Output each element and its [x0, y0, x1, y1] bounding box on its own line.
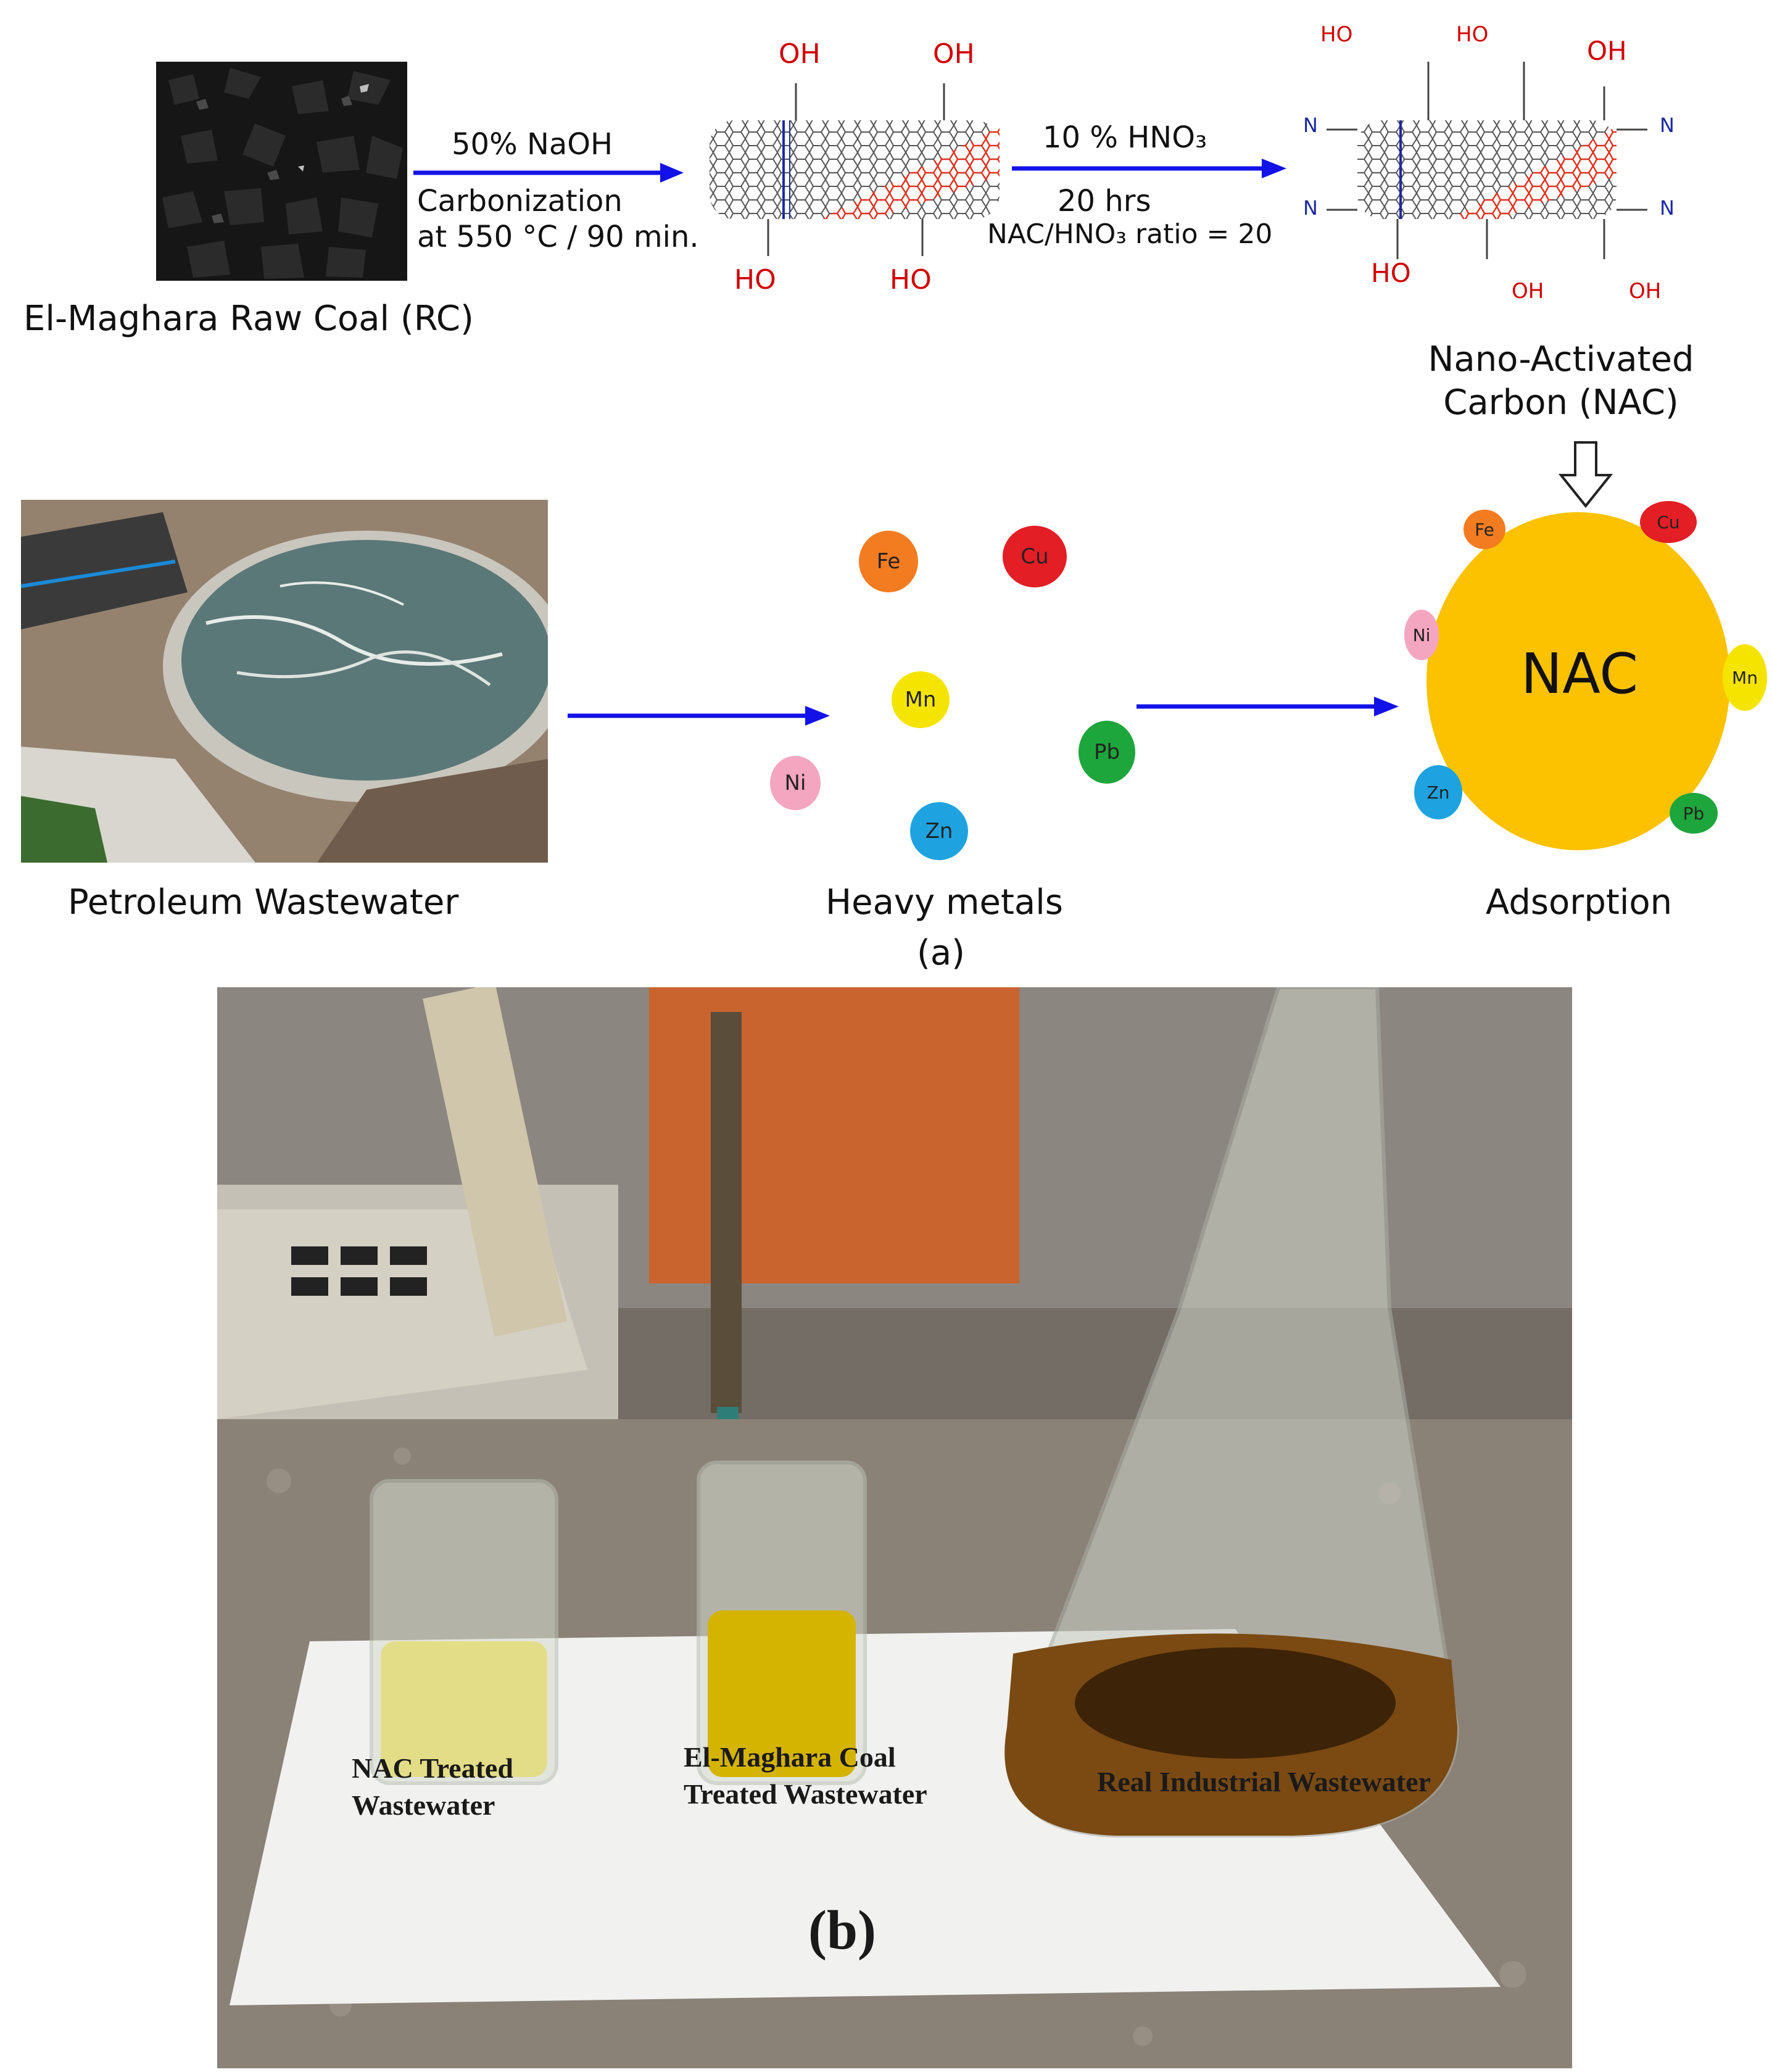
metal-ni: Ni	[770, 756, 821, 810]
arrow-hno3	[1012, 159, 1286, 178]
raw-coal-image	[156, 62, 407, 281]
nitro-n-3: N	[1660, 114, 1675, 137]
nitro-n-2: N	[1303, 196, 1318, 220]
adsorbed-fe: Fe	[1464, 510, 1505, 549]
step2-reagent: 10 % HNO₃	[1043, 120, 1207, 155]
label-nac-treated: NAC Treated Wastewater	[352, 1752, 513, 1821]
metal-pb: Pb	[1079, 721, 1135, 784]
metal-cu: Cu	[1003, 526, 1067, 587]
cooh-oh-3: OH	[1512, 279, 1544, 304]
cooh-oh-2: HO	[1456, 22, 1489, 47]
ho-group-3: HO	[1371, 258, 1411, 288]
cooh-oh-1: HO	[1320, 22, 1353, 47]
adsorbed-pb: Pb	[1670, 793, 1718, 834]
caption-b: (b)	[808, 1900, 876, 1961]
adsorbed-mn: Mn	[1723, 644, 1767, 711]
arrow-naoh	[413, 163, 684, 183]
adsorbed-cu: Cu	[1640, 501, 1697, 543]
arrow-to-adsorption	[1136, 697, 1399, 716]
ho-group-1: HO	[734, 264, 776, 296]
label-real-wastewater: Real Industrial Wastewater	[1097, 1766, 1431, 1797]
nitro-n-1: N	[1303, 114, 1318, 137]
oh-group-2: OH	[933, 38, 975, 70]
step1-conditions: at 550 °C / 90 min.	[417, 220, 699, 254]
petroleum-wastewater-image	[21, 500, 548, 863]
step1-reagent: 50% NaOH	[452, 127, 613, 162]
adsorption-label: Adsorption	[1486, 882, 1673, 922]
arrow-to-metals	[568, 706, 830, 726]
lab-photo	[217, 987, 1572, 2068]
adsorbed-ni: Ni	[1404, 610, 1439, 660]
nitro-n-4: N	[1660, 196, 1675, 220]
oh-group-3: OH	[1587, 36, 1627, 66]
step2-ratio: NAC/HNO₃ ratio = 20	[987, 218, 1273, 250]
nanotube-oh-functionalized	[710, 83, 1000, 256]
step2-time: 20 hrs	[1058, 184, 1151, 218]
metal-fe: Fe	[859, 531, 918, 592]
raw-coal-label: El-Maghara Raw Coal (RC)	[23, 299, 474, 339]
cooh-oh-4: OH	[1629, 279, 1662, 304]
ho-group-2: HO	[890, 264, 932, 296]
metal-mn: Mn	[892, 671, 950, 728]
metal-zn: Zn	[910, 802, 968, 860]
heavy-metals-label: Heavy metals	[826, 882, 1063, 922]
nanotube-nac-functionalized	[1327, 62, 1647, 259]
oh-group-1: OH	[779, 38, 821, 70]
caption-a: (a)	[917, 933, 966, 973]
step1-process: Carbonization	[417, 184, 623, 218]
nac-sphere	[1426, 512, 1730, 850]
petroleum-label: Petroleum Wastewater	[68, 882, 459, 922]
adsorbed-zn: Zn	[1414, 765, 1462, 819]
down-arrow	[1558, 441, 1613, 508]
nac-label: Nano-Activated Carbon (NAC)	[1428, 339, 1694, 423]
label-coal-treated: El-Maghara Coal Treated Wastewater	[684, 1741, 927, 1810]
nac-sphere-label: NAC	[1520, 642, 1639, 707]
